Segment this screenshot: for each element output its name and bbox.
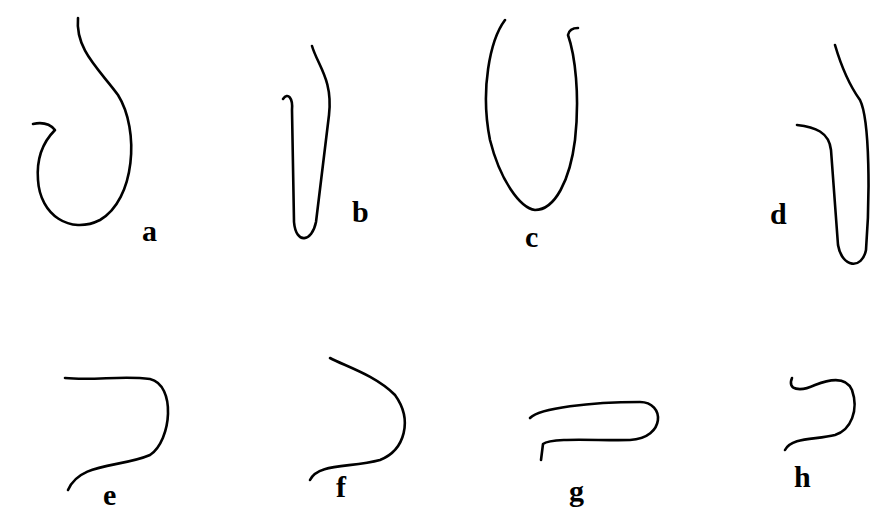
- hook-curve: [310, 358, 405, 480]
- figure-letter: b: [352, 197, 369, 227]
- figure-letter: a: [142, 216, 157, 246]
- hook-curve: [797, 45, 868, 264]
- figure-letter: d: [770, 199, 787, 229]
- figure-letter: f: [336, 472, 346, 502]
- figure-letter: c: [525, 222, 538, 252]
- hook-curve: [65, 378, 168, 490]
- hook-curve: [283, 46, 330, 238]
- figure-letter: g: [569, 476, 584, 506]
- figure-letter: h: [794, 462, 811, 492]
- figure-letter: e: [103, 480, 116, 510]
- hook-curve: [33, 18, 131, 225]
- hook-curve: [785, 378, 855, 450]
- hook-curve: [486, 20, 578, 210]
- hook-curve: [530, 402, 658, 460]
